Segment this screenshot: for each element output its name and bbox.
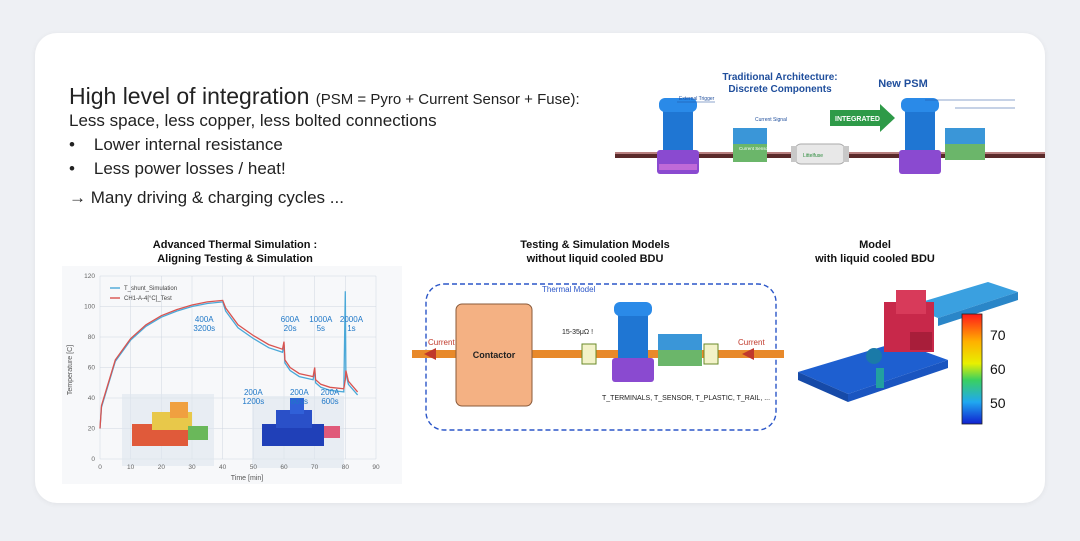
architecture-diagram: External Trigger Current Sensor Current … [615, 96, 1045, 174]
temperature-variables: T_TERMINALS, T_SENSOR, T_PLASTIC, T_RAIL… [602, 395, 770, 402]
x-tick-label: 60 [280, 464, 288, 471]
integrated-arrow-icon [830, 104, 895, 132]
psm-device-icon [899, 98, 985, 174]
colorbar-tick: 70 [990, 327, 1006, 343]
y-tick-label: 100 [84, 304, 95, 311]
liquid-cooled-bdu-model: 70 60 50 [798, 282, 1018, 425]
fuse-brand-label: Littelfuse [803, 153, 823, 159]
new-psm-label: New PSM [878, 78, 928, 90]
colorbar-tick: 60 [990, 361, 1006, 377]
y-tick-label: 40 [88, 395, 96, 402]
heatmap-inset-cool [252, 396, 344, 468]
y-tick-label: 120 [84, 273, 95, 280]
x-tick-label: 0 [98, 464, 102, 471]
busbar [412, 350, 784, 358]
pyro-device-icon [657, 98, 699, 174]
x-tick-label: 10 [127, 464, 135, 471]
psm-device-icon [612, 302, 702, 382]
fuse-icon [791, 143, 849, 165]
series-line-0 [99, 291, 359, 429]
current-label-right: Current [738, 338, 765, 347]
chart-series [99, 291, 359, 429]
traditional-architecture-label: Traditional Architecture: Discrete Compo… [722, 72, 838, 95]
contact-resistance-label: 15-35μΩ ! [562, 329, 593, 336]
x-tick-label: 40 [219, 464, 227, 471]
current-arrow-right-icon [742, 348, 754, 360]
bdu-section-title: Model with liquid cooled BDU [815, 239, 935, 265]
x-tick-label: 20 [158, 464, 166, 471]
thermal-model-title: Thermal Model [542, 285, 596, 294]
x-tick-label: 90 [372, 464, 380, 471]
x-tick-label: 80 [342, 464, 350, 471]
y-tick-label: 20 [88, 426, 96, 433]
x-tick-label: 30 [188, 464, 196, 471]
y-tick-label: 80 [88, 334, 96, 341]
joint-icon [703, 343, 719, 365]
current-arrow-left-icon [424, 348, 436, 360]
arrow-statement: → Many driving & charging cycles ... [69, 188, 344, 207]
legend-label: CH1-A-4[°C]_Test [124, 296, 172, 302]
chart-ticks: 0 10 20 30 40 50 60 70 80 90 0 20 40 60 80 100 120 [84, 273, 380, 471]
current-signal-label: Current Signal [755, 117, 787, 123]
joint-icon [581, 343, 597, 365]
current-label-left: Current [428, 338, 455, 347]
chart-y-label: Temperature [C] [67, 345, 74, 395]
chart-x-label: Time [min] [231, 475, 263, 482]
thermal-model-boundary [425, 283, 777, 431]
current-sensor-icon [733, 128, 767, 162]
slide-subtitle: Less space, less copper, less bolted con… [69, 111, 437, 130]
y-tick-label: 60 [88, 365, 96, 372]
contactor-block [455, 303, 533, 407]
simulation-section-title: Advanced Thermal Simulation : Aligning T… [152, 239, 318, 265]
current-sensor-box-label: Current Sensor [739, 146, 770, 151]
slide-title: High level of integration (PSM = Pyro + … [69, 83, 580, 110]
title-main: High level of integration [69, 83, 310, 109]
bdu-3d-model-icon [798, 282, 1018, 402]
bullet-item: • Less power losses / heat! [69, 159, 286, 178]
series-line-1 [99, 299, 359, 429]
external-trigger-label: External Trigger [679, 96, 715, 102]
title-parenthetical: (PSM = Pyro + Current Sensor + Fuse): [315, 91, 580, 108]
heatmap-inset-warm [122, 394, 214, 466]
bullet-item: • Lower internal resistance [69, 135, 283, 154]
legend-label: T_shunt_Simulation [124, 286, 177, 292]
colorbar-tick: 50 [990, 395, 1006, 411]
thermal-model-diagram: Thermal Model Current Current Contactor … [412, 283, 784, 431]
colorbar [961, 313, 983, 425]
contactor-label: Contactor [473, 350, 516, 360]
x-tick-label: 50 [250, 464, 258, 471]
models-section-title: Testing & Simulation Models without liqu… [520, 239, 670, 265]
x-tick-label: 70 [311, 464, 319, 471]
y-tick-label: 0 [91, 456, 95, 463]
integrated-label: INTEGRATED [835, 116, 880, 123]
